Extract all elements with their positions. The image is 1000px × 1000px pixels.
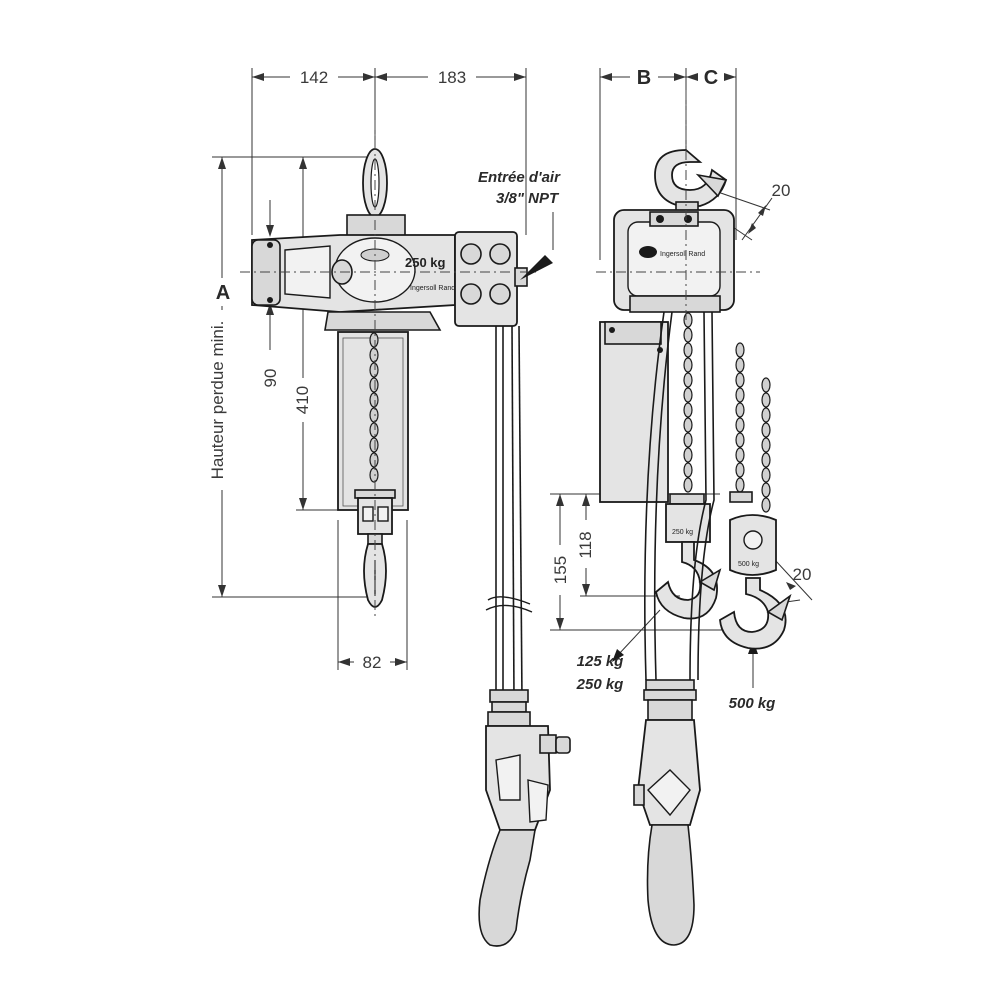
- dim-82: 82: [363, 653, 382, 672]
- dim-20-hook: 20: [793, 565, 812, 584]
- brand-plate-text: Ingersoll Rand: [410, 285, 455, 292]
- hoist-front-view: Ingersoll Rand 250 kg: [596, 90, 792, 946]
- dim-B: B: [637, 67, 651, 89]
- hook-plate-250: 250 kg: [672, 529, 693, 536]
- air-inlet-note: Entrée d'air 3/8" NPT: [478, 169, 561, 280]
- load-125: 125 kg: [577, 653, 624, 670]
- dim-155: 155: [551, 556, 570, 584]
- hook-plate-500: 500 kg: [738, 561, 759, 568]
- load-500: 500 kg: [729, 695, 776, 712]
- air-inlet-label-1: Entrée d'air: [478, 169, 561, 186]
- hoist-side-view: 250 kg Ingersoll Rand: [240, 120, 540, 620]
- chain-front: [683, 312, 693, 493]
- dim-183: 183: [438, 68, 466, 87]
- load-labels: 125 kg 250 kg 500 kg: [576, 653, 776, 712]
- dim-A: A: [216, 282, 230, 304]
- dimension-lines-right: [548, 64, 813, 688]
- pendant-left: [478, 325, 571, 947]
- brand-plate-front: Ingersoll Rand: [660, 251, 705, 258]
- chain-500: [735, 342, 771, 513]
- load-250: 250 kg: [576, 676, 624, 693]
- dim-410: 410: [293, 386, 312, 414]
- air-inlet-label-2: 3/8" NPT: [496, 190, 560, 207]
- dim-118: 118: [576, 531, 595, 558]
- chain-left: [369, 332, 379, 483]
- hauteur-label: Hauteur perdue mini.: [208, 321, 227, 480]
- dimension-labels: 142 183 B C 20 A 90 410 82 155 118 20 Ha…: [208, 67, 811, 672]
- dim-90: 90: [261, 369, 280, 388]
- dim-C: C: [704, 67, 718, 89]
- dim-142: 142: [300, 68, 328, 87]
- capacity-plate-text: 250 kg: [405, 255, 446, 270]
- dim-20-top: 20: [772, 181, 791, 200]
- dimension-lines-left: [210, 66, 527, 673]
